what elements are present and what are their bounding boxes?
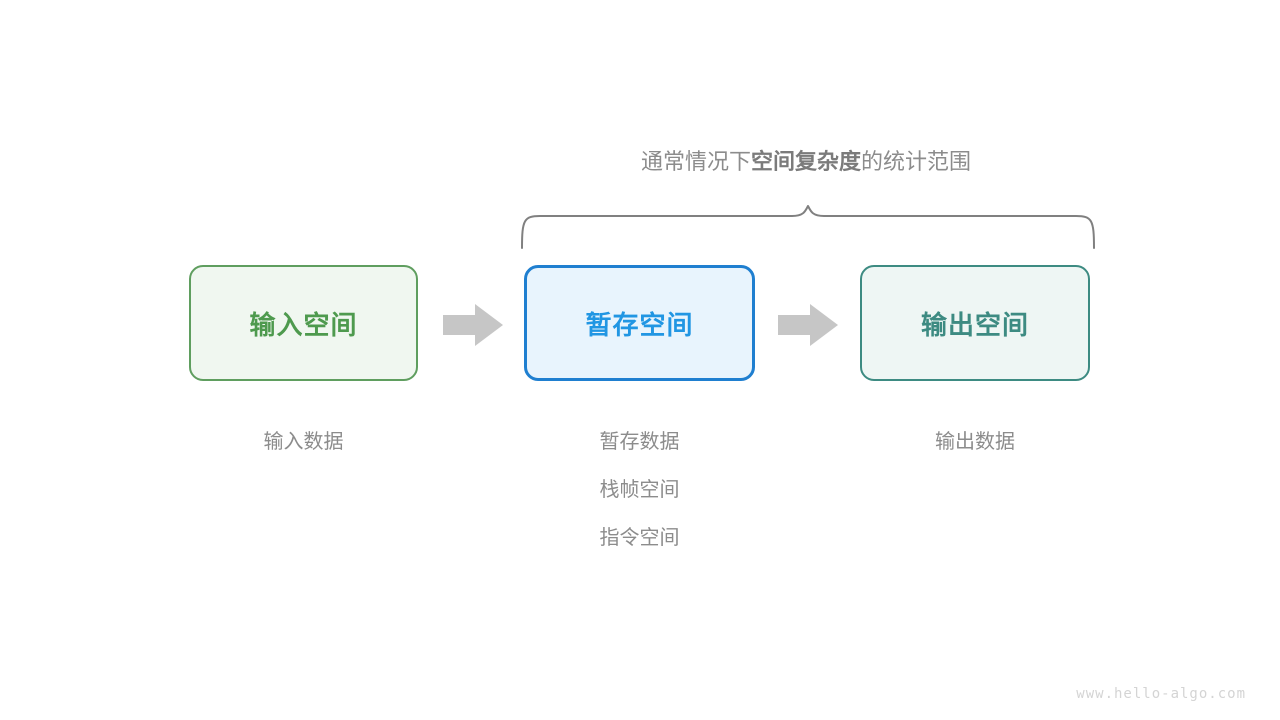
right-arrow-icon [778, 304, 838, 346]
block-temp-space: 暂存空间 [524, 265, 755, 381]
block-temp-space-label: 暂存空间 [585, 309, 694, 340]
scope-caption: 通常情况下空间复杂度的统计范围 [522, 145, 1090, 179]
right-arrow-icon [443, 304, 503, 346]
caption-temp-1: 栈帧空间 [599, 479, 680, 501]
block-output-space: 输出空间 [860, 265, 1090, 381]
block-output-space-label: 输出空间 [920, 309, 1029, 340]
caption-temp-2: 指令空间 [599, 527, 680, 549]
scope-caption-prefix: 通常情况下 [640, 149, 751, 174]
block-input-space: 输入空间 [189, 265, 418, 381]
scope-caption-suffix: 的统计范围 [861, 149, 972, 174]
caption-group-temp: 暂存数据 栈帧空间 指令空间 [524, 418, 755, 562]
block-input-space-label: 输入空间 [249, 309, 358, 340]
curly-brace-up-icon [510, 198, 1106, 250]
scope-caption-emphasis: 空间复杂度 [750, 149, 861, 174]
caption-input-0: 输入数据 [263, 431, 344, 453]
watermark: www.hello-algo.com [1076, 686, 1246, 702]
caption-temp-0: 暂存数据 [599, 431, 680, 453]
caption-group-input: 输入数据 [189, 418, 418, 466]
caption-output-0: 输出数据 [935, 431, 1015, 453]
caption-group-output: 输出数据 [860, 418, 1090, 466]
